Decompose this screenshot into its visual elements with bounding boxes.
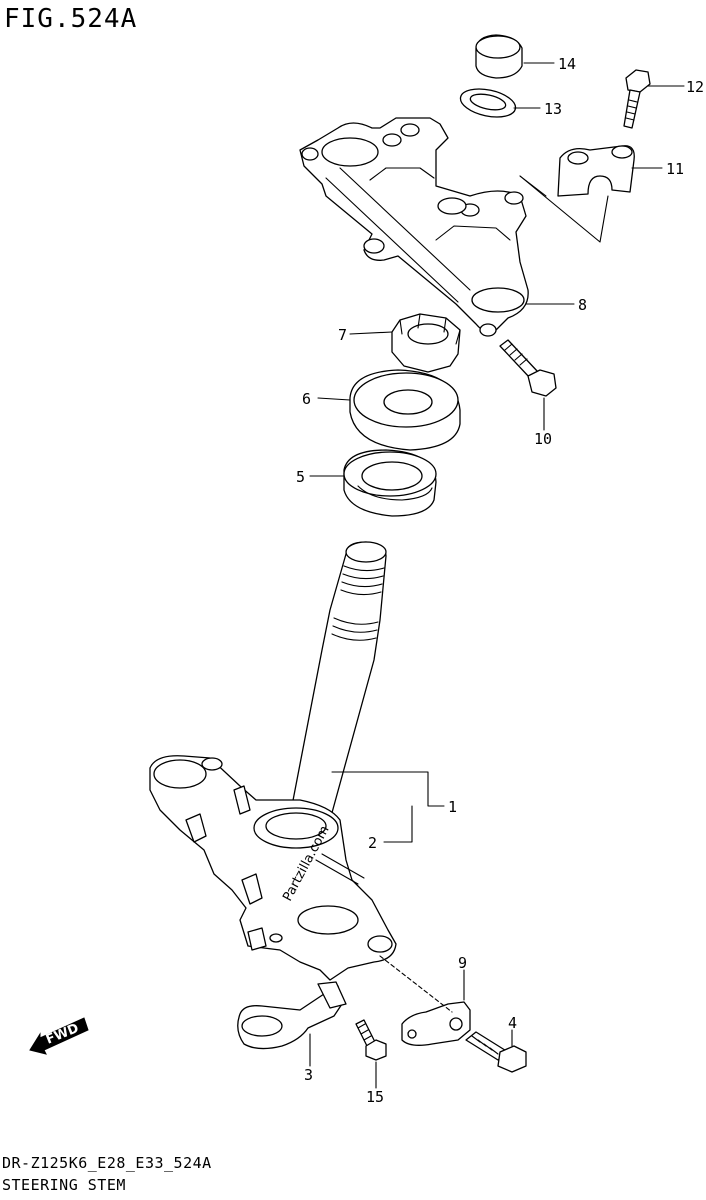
bracket-plate-part xyxy=(401,1001,471,1046)
model-code: DR-Z125K6_E28_E33_524A xyxy=(2,1154,212,1172)
section-name: STEERING STEM xyxy=(2,1176,126,1194)
callout-15: 15 xyxy=(366,1088,385,1106)
steering-stem-part xyxy=(149,541,397,981)
fwd-arrow-icon: FWD xyxy=(29,1017,89,1055)
callout-2: 2 xyxy=(368,834,378,852)
bolt-part-12 xyxy=(623,69,651,129)
callout-1: 1 xyxy=(448,798,458,816)
callout-14: 14 xyxy=(558,55,577,73)
callout-10: 10 xyxy=(534,430,553,448)
upper-bracket-part xyxy=(299,117,529,337)
callout-9: 9 xyxy=(458,954,468,972)
bolt-part-10 xyxy=(499,339,557,397)
leader-lines xyxy=(309,62,685,1089)
cable-guide-part xyxy=(237,981,347,1050)
callout-12: 12 xyxy=(686,78,705,96)
svg-text:FWD: FWD xyxy=(44,1021,81,1048)
figure-title: FIG.524A xyxy=(4,4,138,34)
callout-4: 4 xyxy=(508,1014,518,1032)
callout-3: 3 xyxy=(304,1066,314,1084)
callout-6: 6 xyxy=(302,390,312,408)
washer-part xyxy=(459,88,517,118)
steering-nut-part xyxy=(391,313,461,373)
callout-7: 7 xyxy=(338,326,348,344)
bolt-part-4 xyxy=(465,1031,527,1073)
callout-11: 11 xyxy=(666,160,685,178)
callout-13: 13 xyxy=(544,100,563,118)
dust-seal-part xyxy=(349,369,461,451)
cap-part xyxy=(475,34,523,79)
bolt-part-15 xyxy=(355,1019,387,1061)
callout-8: 8 xyxy=(578,296,588,314)
handlebar-clamp-part xyxy=(519,145,635,243)
callout-5: 5 xyxy=(296,468,306,486)
bearing-part xyxy=(343,449,437,517)
